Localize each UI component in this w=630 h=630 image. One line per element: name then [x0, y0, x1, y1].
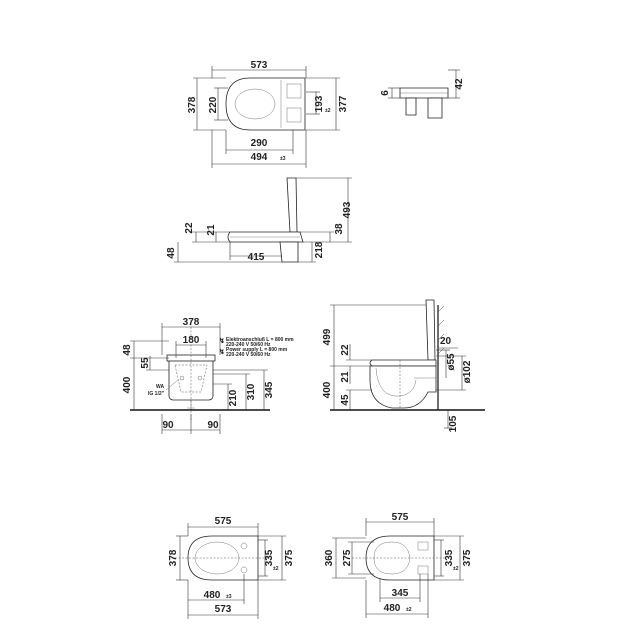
- power-note-en: Power supply L = 800 mm: [226, 347, 288, 353]
- seat-top-outline: [225, 77, 306, 131]
- power-symbol-de: ↯: [219, 337, 225, 345]
- dim-side-floor-gap: 105: [448, 415, 459, 432]
- dim-lid-height: 493: [342, 201, 353, 218]
- side-seat: [369, 359, 437, 367]
- dim-bowl-right-depth-b: 480: [384, 603, 401, 614]
- water-connection-label: WA: [156, 384, 164, 390]
- power-note-de: Elektroanschluß L = 800 mm: [226, 337, 294, 343]
- seat-side-view: 493 38 218 22 21 48 415: [166, 177, 353, 263]
- dim-hinge-depth: 415: [248, 252, 265, 263]
- seat-top-view: 573 378 220 193 ±2 377 290 494 ±3: [187, 60, 349, 168]
- dim-side-outlet-big: ø102: [462, 360, 473, 383]
- dim-bowl-right-right-b: 375: [462, 549, 473, 566]
- dim-side-base: 400: [322, 381, 333, 398]
- dim-profile-left: 6: [380, 90, 391, 96]
- dim-side-rim: 21: [340, 371, 351, 383]
- bowl-right-outline: [365, 535, 435, 581]
- dim-hinge-distance: 290: [251, 138, 268, 149]
- dim-bowl-left-width: 575: [215, 516, 232, 527]
- hinge-upper: [286, 83, 302, 99]
- dim-bowl-left-depth-a-tol: ±3: [226, 594, 232, 600]
- dim-front-gap-top: 48: [122, 344, 133, 356]
- dim-bowl-right-inner: 275: [342, 549, 353, 566]
- power-note-de-voltage: 220-240 V 50/60 Hz: [226, 342, 271, 348]
- dim-front-345: 345: [264, 381, 275, 398]
- dim-front-gap-mid: 55: [140, 357, 151, 369]
- dim-bowl-right-right-a: 335: [444, 549, 455, 566]
- dim-seat-thickness: 22: [184, 222, 195, 234]
- dim-side-top: 499: [322, 328, 333, 345]
- seat-opening: [234, 88, 276, 120]
- dim-bowl-right-width: 575: [392, 512, 409, 523]
- dim-side-outlet: ø55: [446, 353, 457, 371]
- front-elevation-view: 378 180 48 55 400 WA IG 1/2" ↯ Elektroan…: [122, 317, 294, 434]
- dim-front-floor-height: 400: [122, 376, 133, 393]
- dim-front-spacing-left: 90: [162, 420, 174, 431]
- dim-front-spacing-right: 90: [207, 420, 219, 431]
- seat-side-fixing: [279, 241, 299, 263]
- side-bowl: [369, 365, 437, 409]
- dim-side-seat: 22: [340, 344, 351, 356]
- dim-fixing-height: 218: [314, 241, 325, 258]
- bowl-top-view-left: 575 378 335 ±2 375 480 ±3 573: [168, 516, 295, 619]
- dim-left-offset: 48: [166, 247, 177, 259]
- dim-bowl-right-height: 360: [324, 549, 335, 566]
- dim-seat-inner-height: 220: [208, 96, 219, 113]
- dim-hinge-b: 38: [334, 223, 345, 235]
- bowl-top-view-right: 575 360 275 335 ±2 375 345 480 ±2: [324, 512, 473, 618]
- dim-side-back: 20: [440, 336, 452, 347]
- dim-bowl-right-depth-b-tol: ±2: [406, 607, 412, 613]
- dim-bowl-left-depth-b: 573: [215, 604, 232, 615]
- dim-bowl-right-depth-a: 345: [392, 588, 409, 599]
- dim-seat-width: 573: [251, 60, 268, 71]
- dim-hinge-spacing-a: 193: [314, 95, 325, 112]
- dim-seat-depth: 494: [251, 152, 268, 163]
- dim-side-base-offset: 45: [340, 394, 351, 406]
- water-connection-thread: IG 1/2": [148, 391, 165, 397]
- seat-lid-upright: [286, 177, 298, 233]
- bowl-left-outline: [187, 535, 259, 581]
- bowl-right-opening: [373, 541, 411, 575]
- dim-bowl-left-height: 378: [168, 549, 179, 566]
- dim-bowl-left-right-a-tol: ±2: [273, 566, 279, 572]
- side-elevation-view: 499 400 22 21 45 20 ø55 ø102 105: [322, 299, 485, 432]
- dim-bowl-right-right-a-tol: ±2: [453, 566, 459, 572]
- dim-profile-right: 42: [454, 78, 465, 90]
- hinge-lower: [286, 107, 302, 123]
- power-note-en-voltage: 220-240 V 50/60 Hz: [226, 352, 271, 358]
- dim-seat-depth-tol: ±3: [280, 156, 286, 162]
- dim-hinge-spacing-a-tol: ±2: [325, 108, 331, 114]
- dim-front-width: 378: [183, 317, 200, 328]
- dim-bowl-left-depth-a: 480: [204, 590, 221, 601]
- dim-front-inner-width: 180: [183, 335, 200, 346]
- dim-bowl-left-right-b: 375: [284, 549, 295, 566]
- dim-seat-right-height: 377: [338, 95, 349, 112]
- dim-front-210: 210: [228, 389, 239, 406]
- dim-seat-left-height: 378: [187, 96, 198, 113]
- dim-hinge-a: 21: [206, 224, 217, 236]
- dim-front-310: 310: [246, 383, 257, 400]
- power-symbol-en: ↯: [219, 348, 225, 356]
- dim-bowl-left-right-a: 335: [264, 549, 275, 566]
- seat-profile-view: 6 42: [380, 69, 465, 119]
- side-lid-upright: [425, 299, 436, 361]
